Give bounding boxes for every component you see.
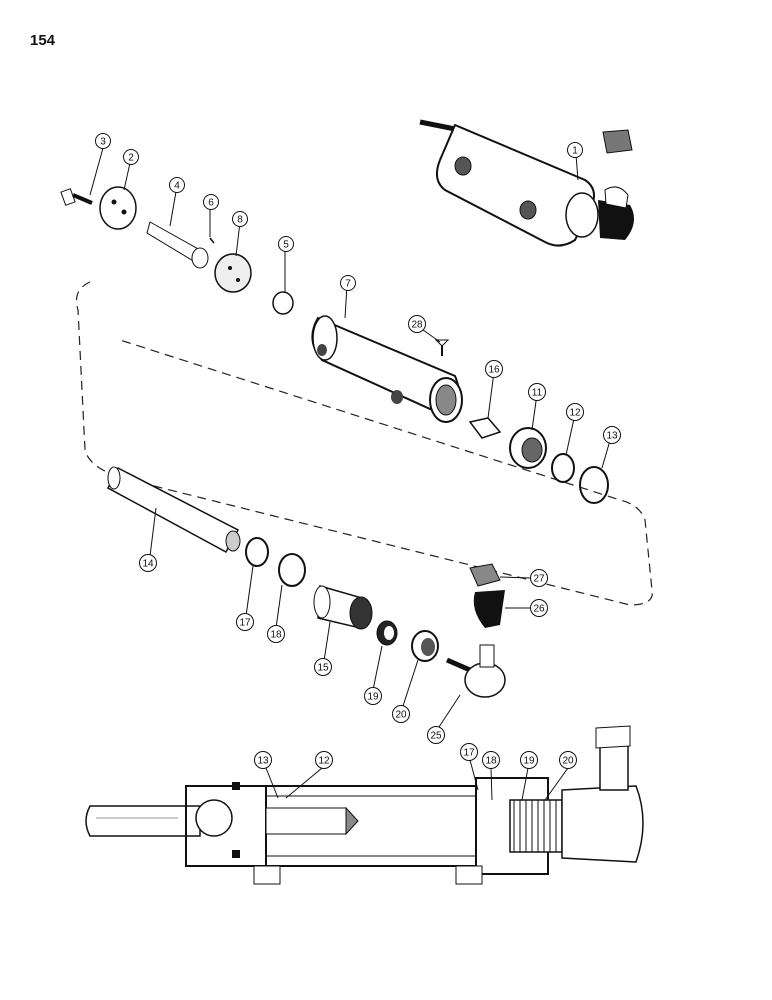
- callout-3: 3: [95, 133, 111, 149]
- callout-7: 7: [340, 275, 356, 291]
- section-leader-lines: [265, 759, 569, 801]
- section-callout-19: 19: [520, 751, 538, 769]
- callout-7-label: 7: [345, 279, 351, 290]
- part-15-rod: [107, 466, 241, 554]
- section-callout-18-label: 18: [485, 756, 497, 767]
- callout-2-label: 2: [128, 153, 134, 164]
- callout-8: 8: [232, 211, 248, 227]
- callout-4-label: 4: [174, 181, 180, 192]
- callout-13-label: 13: [606, 431, 618, 442]
- callout-17: 17: [236, 613, 254, 631]
- part-8-plate: [214, 253, 252, 293]
- part-25-tie-rod-end: [446, 644, 506, 698]
- section-callout-17: 17: [460, 743, 478, 761]
- callout-1-label: 1: [572, 146, 578, 157]
- callout-2: 2: [123, 149, 139, 165]
- part-6-pin: [209, 237, 215, 244]
- part-3-bolt: [60, 188, 93, 206]
- callout-12: 12: [566, 403, 584, 421]
- section-callout-20: 20: [559, 751, 577, 769]
- part-27-castle-nut: [469, 563, 501, 587]
- callout-17-label: 17: [239, 618, 251, 629]
- section-callout-18: 18: [482, 751, 500, 769]
- callout-26-label: 26: [533, 604, 545, 615]
- sectional-view: [85, 725, 644, 885]
- part-11-bushing: [509, 427, 547, 469]
- callout-16-label: 15: [317, 663, 329, 674]
- callout-28-label: 28: [411, 320, 423, 331]
- callout-3-label: 3: [100, 137, 106, 148]
- dashed-group-outline: [75, 281, 653, 606]
- callout-6: 6: [203, 194, 219, 210]
- section-callout-13: 13: [254, 751, 272, 769]
- callout-5-label: 5: [283, 240, 289, 251]
- section-callout-13-label: 13: [257, 756, 269, 767]
- callout-27: 27: [530, 569, 548, 587]
- callout-6-label: 6: [208, 198, 214, 209]
- callout-18: 18: [267, 625, 285, 643]
- leader-lines: [89, 147, 612, 731]
- section-callout-12-label: 12: [318, 756, 330, 767]
- part-18-ring: [278, 553, 306, 587]
- callout-15-label: 14: [142, 559, 154, 570]
- callout-8-label: 8: [237, 215, 243, 226]
- callout-15: 14: [139, 554, 157, 572]
- callout-14-label: 16: [488, 365, 500, 376]
- callout-11: 11: [528, 383, 546, 401]
- callout-19-label: 19: [367, 692, 379, 703]
- callout-12-label: 12: [569, 408, 581, 419]
- part-28-screw: [434, 339, 450, 356]
- section-callout-19-label: 19: [523, 756, 535, 767]
- callout-14: 16: [485, 360, 503, 378]
- part-26-boot: [473, 590, 505, 628]
- callout-1: 1: [567, 142, 583, 158]
- part-12-ring: [551, 453, 575, 483]
- callout-11-label: 11: [532, 388, 543, 399]
- part-2-flange: [99, 186, 137, 230]
- callout-13: 13: [603, 426, 621, 444]
- callout-5: 5: [278, 236, 294, 252]
- part-7-barrel: [311, 315, 463, 423]
- callout-28: 28: [408, 315, 426, 333]
- section-callout-17-label: 17: [463, 748, 475, 759]
- part-13-ring: [579, 466, 609, 504]
- callout-25-label: 25: [430, 731, 442, 742]
- callout-20-label: 20: [395, 710, 407, 721]
- part-20-nut: [411, 630, 439, 662]
- callout-25: 25: [427, 726, 445, 744]
- callout-4: 4: [169, 177, 185, 193]
- part-5-plug: [272, 291, 294, 315]
- callout-26: 26: [530, 599, 548, 617]
- part-4-long-bolt: [146, 221, 209, 269]
- part-14-bolt: [468, 417, 502, 439]
- section-callout-12: 12: [315, 751, 333, 769]
- part-16-piston: [313, 585, 373, 630]
- page-number: 154: [30, 32, 56, 49]
- callout-16: 15: [314, 658, 332, 676]
- part-1-cylinder-assembly: [419, 119, 634, 247]
- callout-19: 19: [364, 687, 382, 705]
- section-callout-20-label: 20: [562, 756, 574, 767]
- callout-20: 20: [392, 705, 410, 723]
- callout-18-label: 18: [270, 630, 282, 641]
- part-17-ring: [245, 537, 269, 567]
- callout-27-label: 27: [533, 574, 545, 585]
- part-19-seal: [376, 620, 398, 646]
